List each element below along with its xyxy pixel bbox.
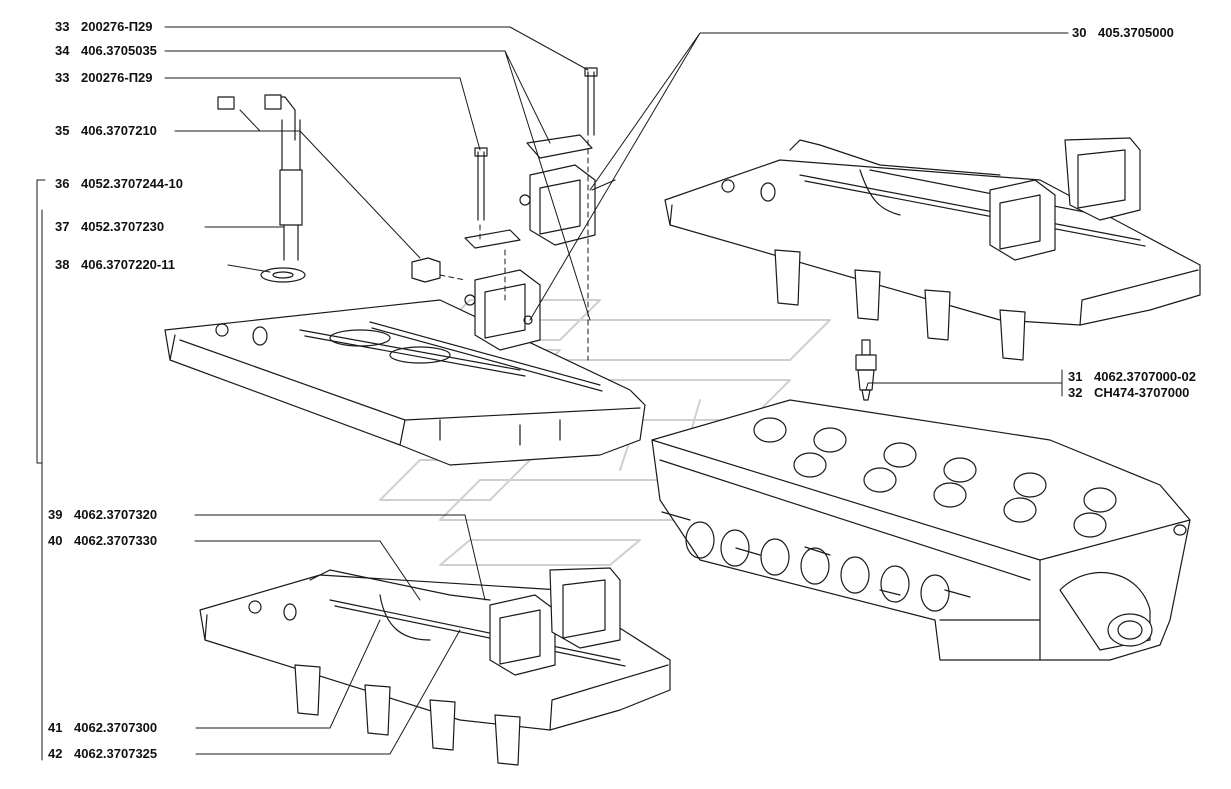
ignition-coil-right-1 xyxy=(989,179,1056,261)
part-number: 406.3707220-11 xyxy=(81,257,175,272)
part-number: 4062.3707330 xyxy=(74,533,158,548)
callout-number: 39 xyxy=(48,507,63,522)
valve-cover-left xyxy=(164,299,646,466)
callout-39: 39 4062.3707320 xyxy=(48,508,157,522)
part-number: 406.3707210 xyxy=(81,123,157,138)
callout-33-second: 33 200276-П29 xyxy=(55,71,153,85)
callout-37: 37 4052.3707230 xyxy=(55,220,164,234)
callout-33-top: 33 200276-П29 xyxy=(55,20,153,34)
callout-number: 40 xyxy=(48,533,63,548)
camshaft-journals xyxy=(753,417,1117,538)
callout-number: 42 xyxy=(48,746,63,761)
callout-38: 38 406.3707220-11 xyxy=(55,258,175,272)
callout-31: 31 4062.3707000-02 xyxy=(1068,370,1196,384)
connector-cap xyxy=(411,257,441,283)
callout-32: 32 CH474-3707000 xyxy=(1068,386,1189,400)
cylinder-head xyxy=(651,399,1191,661)
high-voltage-wire-35 xyxy=(217,94,306,283)
callout-number: 33 xyxy=(55,19,70,34)
callout-42: 42 4062.3707325 xyxy=(48,747,157,761)
callout-number: 41 xyxy=(48,720,63,735)
callout-number: 35 xyxy=(55,123,70,138)
callout-number: 37 xyxy=(55,219,70,234)
callout-number: 30 xyxy=(1072,25,1087,40)
ignition-coil-right-2 xyxy=(1064,137,1141,221)
callout-number: 38 xyxy=(55,257,70,272)
studs xyxy=(661,511,971,598)
part-number: 4062.3707325 xyxy=(74,746,158,761)
part-number: 4062.3707000-02 xyxy=(1094,369,1196,384)
part-number: 4052.3707244-10 xyxy=(81,176,183,191)
part-number: 406.3705035 xyxy=(81,43,157,58)
part-number: 200276-П29 xyxy=(81,19,153,34)
callout-number: 33 xyxy=(55,70,70,85)
callout-36: 36 4052.3707244-10 xyxy=(55,177,183,191)
part-number: 200276-П29 xyxy=(81,70,153,85)
callout-35: 35 406.3707210 xyxy=(55,124,157,138)
callout-30: 30 405.3705000 xyxy=(1072,26,1174,40)
coil-bracket-plates xyxy=(464,134,593,249)
exhaust-ports xyxy=(685,521,950,612)
part-number: 4062.3707320 xyxy=(74,507,158,522)
part-number: 4062.3707300 xyxy=(74,720,158,735)
callout-41: 41 4062.3707300 xyxy=(48,721,157,735)
callout-number: 31 xyxy=(1068,369,1083,384)
thermostat-housing xyxy=(1059,524,1187,651)
part-number: 4052.3707230 xyxy=(81,219,165,234)
part-number: CH474-3707000 xyxy=(1094,385,1190,400)
callout-34: 34 406.3705035 xyxy=(55,44,157,58)
leader-lines xyxy=(36,26,1069,761)
part-number: 405.3705000 xyxy=(1098,25,1174,40)
callout-number: 36 xyxy=(55,176,70,191)
callout-number: 32 xyxy=(1068,385,1083,400)
bolts-33 xyxy=(474,67,598,221)
callout-40: 40 4062.3707330 xyxy=(48,534,157,548)
valve-cover-right xyxy=(664,139,1201,361)
spark-plug-31 xyxy=(855,339,877,401)
ignition-coil-lower-2 xyxy=(549,567,621,649)
ignition-coil-lower-1 xyxy=(489,594,556,676)
callout-number: 34 xyxy=(55,43,70,58)
ignition-coil-upper-middle xyxy=(519,164,616,246)
ignition-coil-upper-left xyxy=(464,269,541,351)
